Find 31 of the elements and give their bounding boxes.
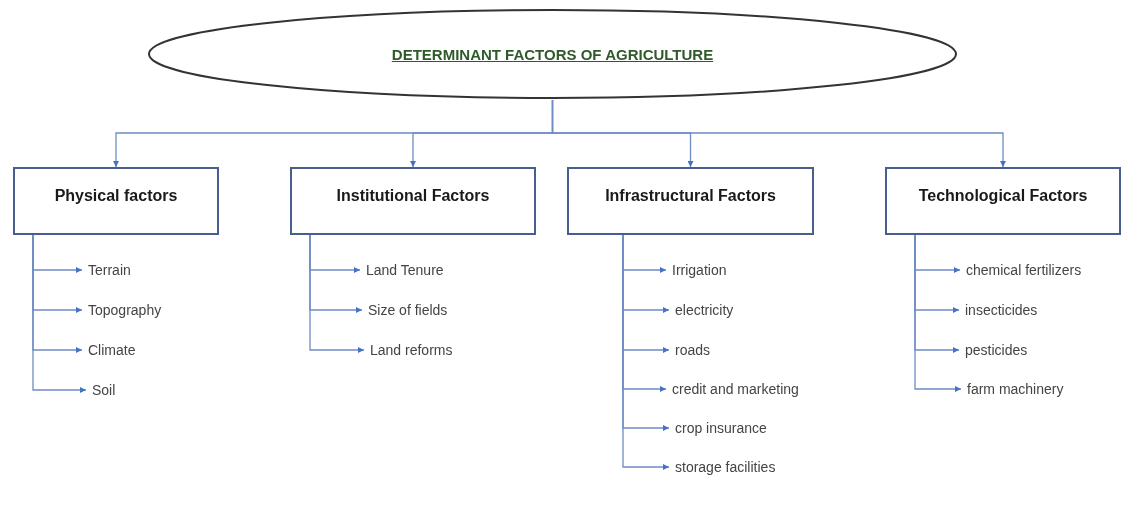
list-item-text: Climate xyxy=(88,341,136,359)
list-item-text: Terrain xyxy=(88,261,131,279)
arrow xyxy=(32,234,87,393)
list-item-text: Size of fields xyxy=(368,301,448,319)
category-box xyxy=(290,167,536,235)
list-item-text: Topography xyxy=(88,301,162,319)
list-item-text: Land reforms xyxy=(370,341,453,359)
category-box xyxy=(885,167,1121,235)
list-item-text: storage facilities xyxy=(675,458,776,476)
ellipse-label: DETERMINANT FACTORS OF AGRICULTURE xyxy=(391,45,714,63)
list-item-text: electricity xyxy=(675,301,734,319)
list-item-text: crop insurance xyxy=(675,419,767,437)
list-item-text: Land Tenure xyxy=(366,261,444,279)
list-item-text: roads xyxy=(675,341,711,359)
category-label: Infrastructural Factors xyxy=(605,187,776,206)
list-item-text: credit and marketing xyxy=(672,380,799,398)
category-box xyxy=(567,167,814,235)
arrow xyxy=(622,234,670,470)
arrow xyxy=(551,99,1006,168)
list-item-text: Soil xyxy=(92,381,116,399)
list-item-text: Irrigation xyxy=(672,261,727,279)
arrow xyxy=(914,234,962,392)
arrow xyxy=(309,234,365,353)
list-item-text: insecticides xyxy=(965,301,1038,319)
category-label: Institutional Factors xyxy=(336,187,490,206)
category-label: Physical factors xyxy=(54,187,178,206)
list-item-text: farm machinery xyxy=(967,380,1064,398)
list-item-text: pesticides xyxy=(965,341,1028,359)
category-label: Technological Factors xyxy=(918,187,1088,206)
list-item-text: chemical fertilizers xyxy=(966,261,1082,279)
category-box xyxy=(13,167,219,235)
